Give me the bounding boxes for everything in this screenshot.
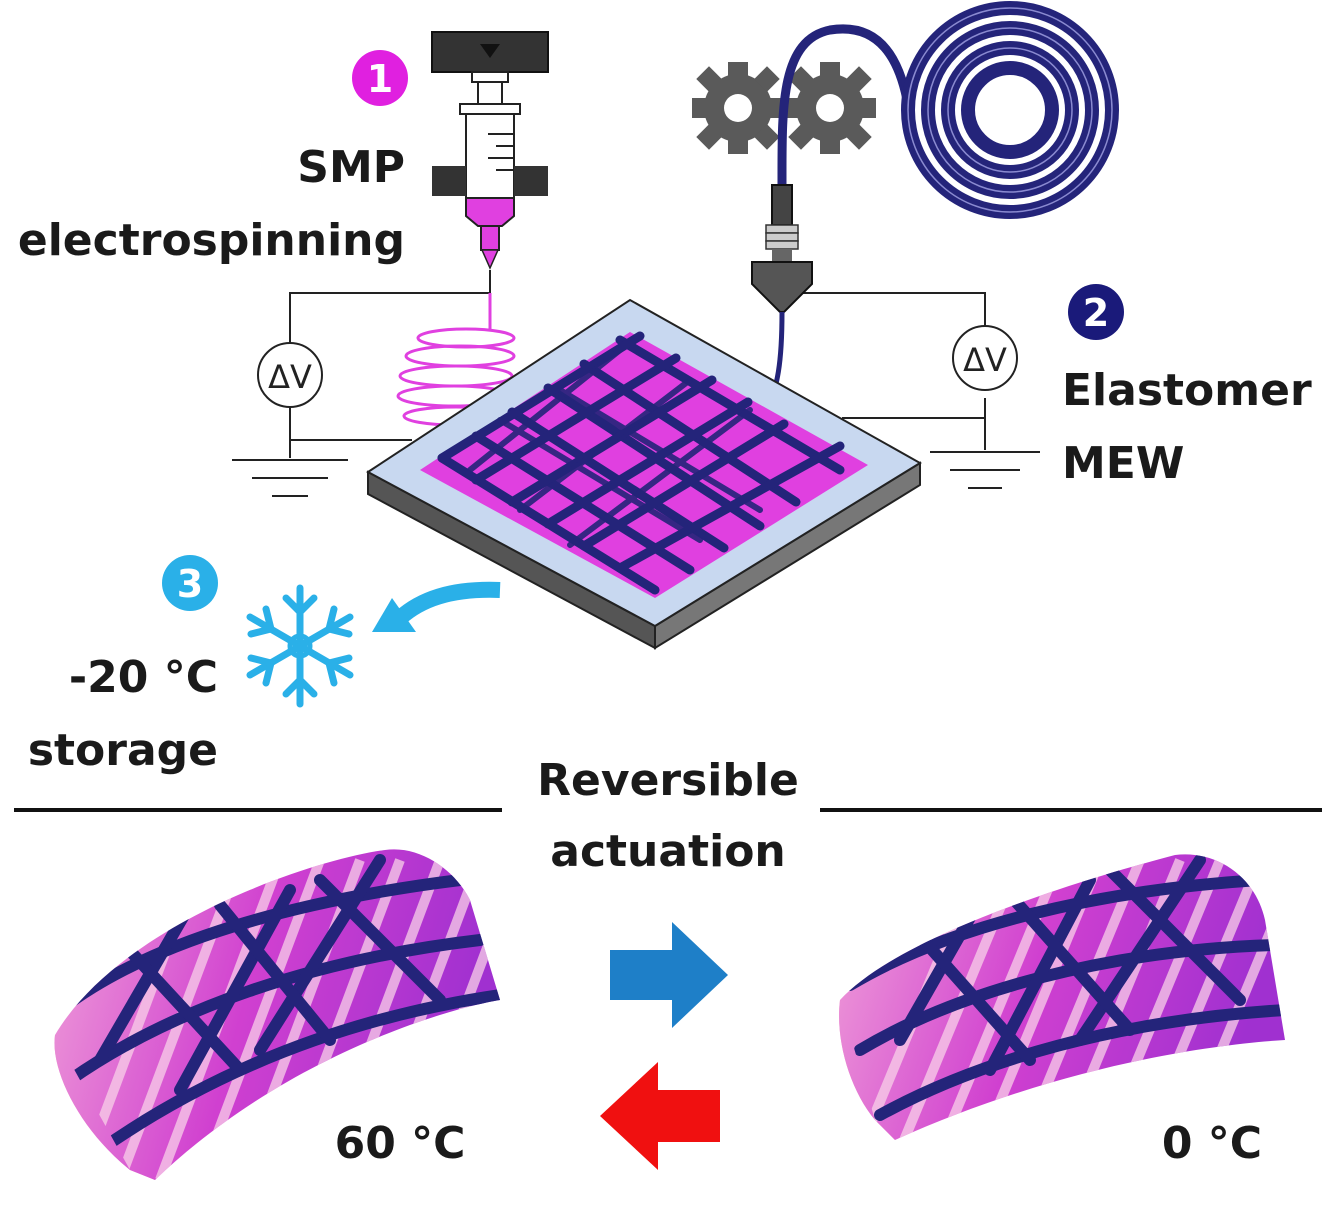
ground-icon	[232, 459, 348, 497]
actuation-subtitle: actuation	[550, 826, 786, 877]
rolled-sheet-hot	[54, 849, 501, 1180]
step-3-title: -20 °C	[69, 652, 218, 703]
syringe-icon	[431, 31, 549, 270]
ground-icon	[930, 451, 1040, 489]
snowflake-icon	[246, 584, 354, 708]
step-2-subtitle: MEW	[1062, 438, 1184, 489]
temperature-cold-label: 0 °C	[1162, 1118, 1262, 1169]
step-1-title: SMP	[297, 142, 405, 193]
step-1-subtitle: electrospinning	[18, 215, 405, 266]
voltage-source-left: ΔV	[257, 342, 323, 408]
step-3: 3 -20 °C storage	[28, 555, 218, 776]
step-2-badge	[1068, 284, 1124, 340]
step-1: 1 SMP electrospinning	[18, 50, 408, 266]
gear-icon	[692, 62, 784, 154]
step-3-subtitle: storage	[28, 725, 218, 776]
arrow-to-storage	[372, 581, 501, 632]
svg-text:ΔV: ΔV	[268, 358, 312, 396]
step-2: 2 Elastomer MEW	[1062, 284, 1312, 489]
actuation-title: Reversible	[537, 755, 799, 806]
circuit-wires	[289, 270, 986, 458]
arrow-left-icon	[600, 1062, 720, 1170]
svg-text:2: 2	[1083, 291, 1109, 335]
rolled-sheet-cold	[839, 854, 1285, 1140]
arrow-right-icon	[610, 922, 728, 1028]
svg-text:3: 3	[177, 562, 203, 606]
step-2-title: Elastomer	[1062, 365, 1312, 416]
nozzle-icon	[751, 184, 813, 313]
mew-lattice	[437, 331, 845, 595]
spool-icon	[777, 1, 1119, 219]
svg-text:ΔV: ΔV	[963, 341, 1007, 379]
voltage-source-right: ΔV	[952, 325, 1018, 391]
step-1-badge	[352, 50, 408, 106]
smp-jet-spiral	[396, 293, 516, 427]
svg-text:1: 1	[367, 57, 393, 101]
collector-substrate	[366, 298, 922, 650]
step-3-badge	[162, 555, 218, 611]
gear-icon	[784, 62, 876, 154]
temperature-hot-label: 60 °C	[335, 1118, 466, 1169]
